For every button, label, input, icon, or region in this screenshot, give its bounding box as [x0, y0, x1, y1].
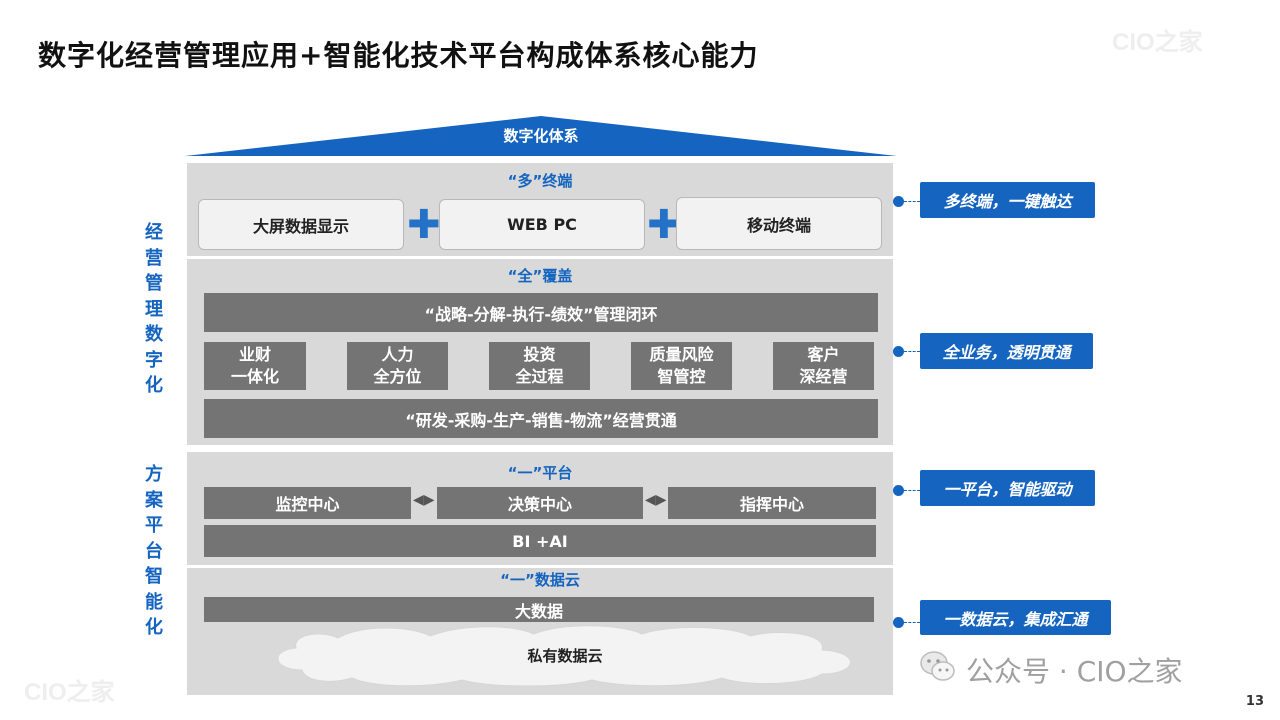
- decision-center: 决策中心: [437, 487, 643, 519]
- watermark-top: CIO之家: [1112, 29, 1203, 56]
- coverage-cell: 客户 深经营: [773, 342, 874, 390]
- management-loop-bar: “战略-分解-执行-绩效”管理闭环: [204, 293, 878, 332]
- terminal-big-screen: 大屏数据显示: [198, 199, 404, 250]
- double-arrow-icon: ◀▶: [645, 492, 667, 508]
- connector-line: [904, 622, 920, 623]
- wechat-account: 公众号 · CIO之家: [966, 655, 1183, 688]
- side-label-platform: 方案平台智能化: [145, 464, 163, 638]
- connector-line: [904, 351, 920, 352]
- coverage-cell: 质量风险 智管控: [631, 342, 732, 390]
- cell-line: 深经营: [799, 367, 848, 386]
- wechat-icon: [920, 651, 955, 681]
- bi-ai-bar: BI +AI: [204, 525, 876, 557]
- watermark-bottom: CIO之家: [24, 679, 115, 706]
- plus-icon: ✚: [407, 202, 441, 248]
- connector-dot: [893, 617, 904, 628]
- cell-line: 投资: [523, 345, 556, 364]
- cell-line: 客户: [807, 345, 840, 364]
- cloud-title: “一”数据云: [500, 571, 580, 589]
- page-title: 数字化经营管理应用+智能化技术平台构成体系核心能力: [38, 39, 759, 72]
- coverage-cell: 人力 全方位: [347, 342, 448, 390]
- terminal-web-pc: WEB PC: [439, 199, 645, 250]
- coverage-title: “全”覆盖: [507, 267, 573, 285]
- connector-dot: [893, 485, 904, 496]
- side-label-business: 经营管理数字化: [145, 222, 163, 396]
- callout-platform: 一平台，智能驱动: [920, 470, 1095, 506]
- cell-line: 全过程: [515, 367, 564, 386]
- connector-line: [904, 490, 920, 491]
- big-data-bar: 大数据: [204, 597, 874, 622]
- cell-line: 人力: [381, 345, 414, 364]
- platform-title: “一”平台: [507, 464, 573, 482]
- page-number: 13: [1245, 694, 1264, 709]
- cell-line: 全方位: [373, 367, 422, 386]
- double-arrow-icon: ◀▶: [413, 492, 435, 508]
- coverage-cell: 业财 一体化: [204, 342, 306, 390]
- cell-line: 业财: [238, 345, 271, 364]
- callout-cloud: 一数据云，集成汇通: [920, 600, 1111, 635]
- roof-label: 数字化体系: [503, 127, 579, 145]
- coverage-cell: 投资 全过程: [489, 342, 590, 390]
- cell-line: 质量风险: [649, 345, 714, 364]
- command-center: 指挥中心: [668, 487, 876, 519]
- cell-line: 智管控: [657, 367, 706, 386]
- roof-triangle: [185, 116, 897, 156]
- terminals-title: “多”终端: [507, 172, 573, 190]
- connector-line: [904, 201, 920, 202]
- callout-terminals: 多终端，一键触达: [920, 182, 1095, 218]
- monitor-center: 监控中心: [204, 487, 411, 519]
- private-cloud-label: 私有数据云: [527, 647, 603, 665]
- connector-dot: [893, 346, 904, 357]
- terminal-mobile: 移动终端: [676, 197, 882, 250]
- plus-icon: ✚: [647, 202, 681, 248]
- operations-flow-bar: “研发-采购-生产-销售-物流”经营贯通: [204, 399, 878, 438]
- callout-coverage: 全业务，透明贯通: [920, 333, 1093, 369]
- cell-line: 一体化: [230, 367, 279, 386]
- connector-dot: [893, 196, 904, 207]
- cloud-icon: [277, 625, 851, 687]
